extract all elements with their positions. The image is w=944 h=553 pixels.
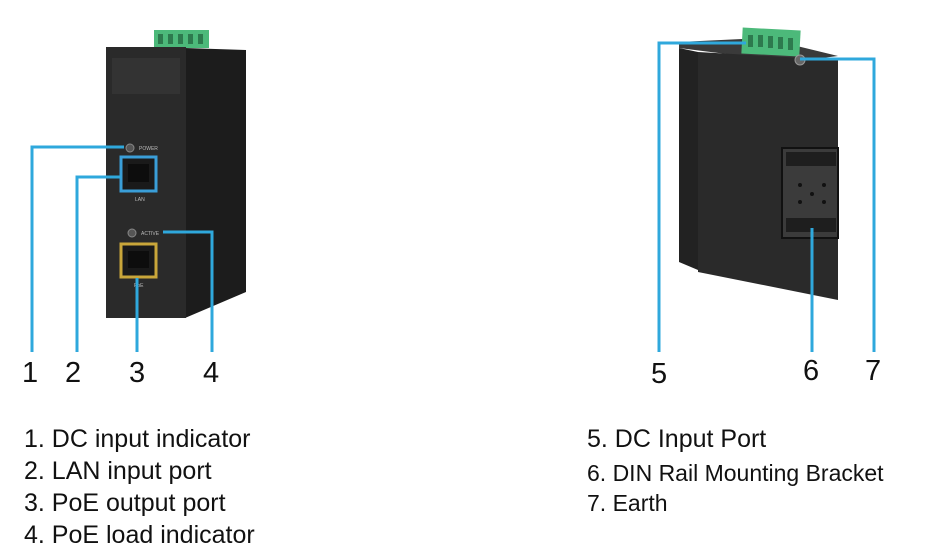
poe-label: PoE — [134, 283, 144, 289]
callout-line-1 — [30, 145, 124, 352]
legend-item-1: 1. DC input indicator — [24, 425, 251, 453]
callout-number-3: 3 — [129, 357, 146, 389]
active-led — [127, 228, 137, 238]
callout-line-5 — [657, 41, 746, 352]
front-device: POWER LAN ACTIVE PoE — [106, 30, 246, 318]
callout-line-2 — [75, 175, 121, 352]
legend-item-5: 5. DC Input Port — [587, 425, 767, 453]
callout-number-5: 5 — [651, 358, 668, 390]
callout-line-7 — [800, 57, 876, 352]
side-callout-lines — [657, 41, 876, 352]
power-label: POWER — [139, 146, 158, 152]
callout-number-4: 4 — [203, 357, 220, 389]
legend-item-3: 3. PoE output port — [24, 489, 226, 517]
callout-number-7: 7 — [865, 355, 882, 387]
lan-label: LAN — [135, 197, 145, 203]
callout-number-6: 6 — [803, 355, 820, 387]
legend-item-6: 6. DIN Rail Mounting Bracket — [587, 460, 884, 486]
callout-number-2: 2 — [65, 357, 82, 389]
callout-line-4 — [163, 230, 214, 352]
side-device — [679, 27, 839, 300]
active-label: ACTIVE — [141, 231, 160, 237]
legend-item-2: 2. LAN input port — [24, 457, 212, 485]
legend-item-7: 7. Earth — [587, 490, 668, 516]
power-led — [125, 143, 135, 153]
front-callout-lines — [30, 145, 214, 352]
legend-item-4: 4. PoE load indicator — [24, 521, 255, 549]
callout-number-1: 1 — [22, 357, 39, 389]
